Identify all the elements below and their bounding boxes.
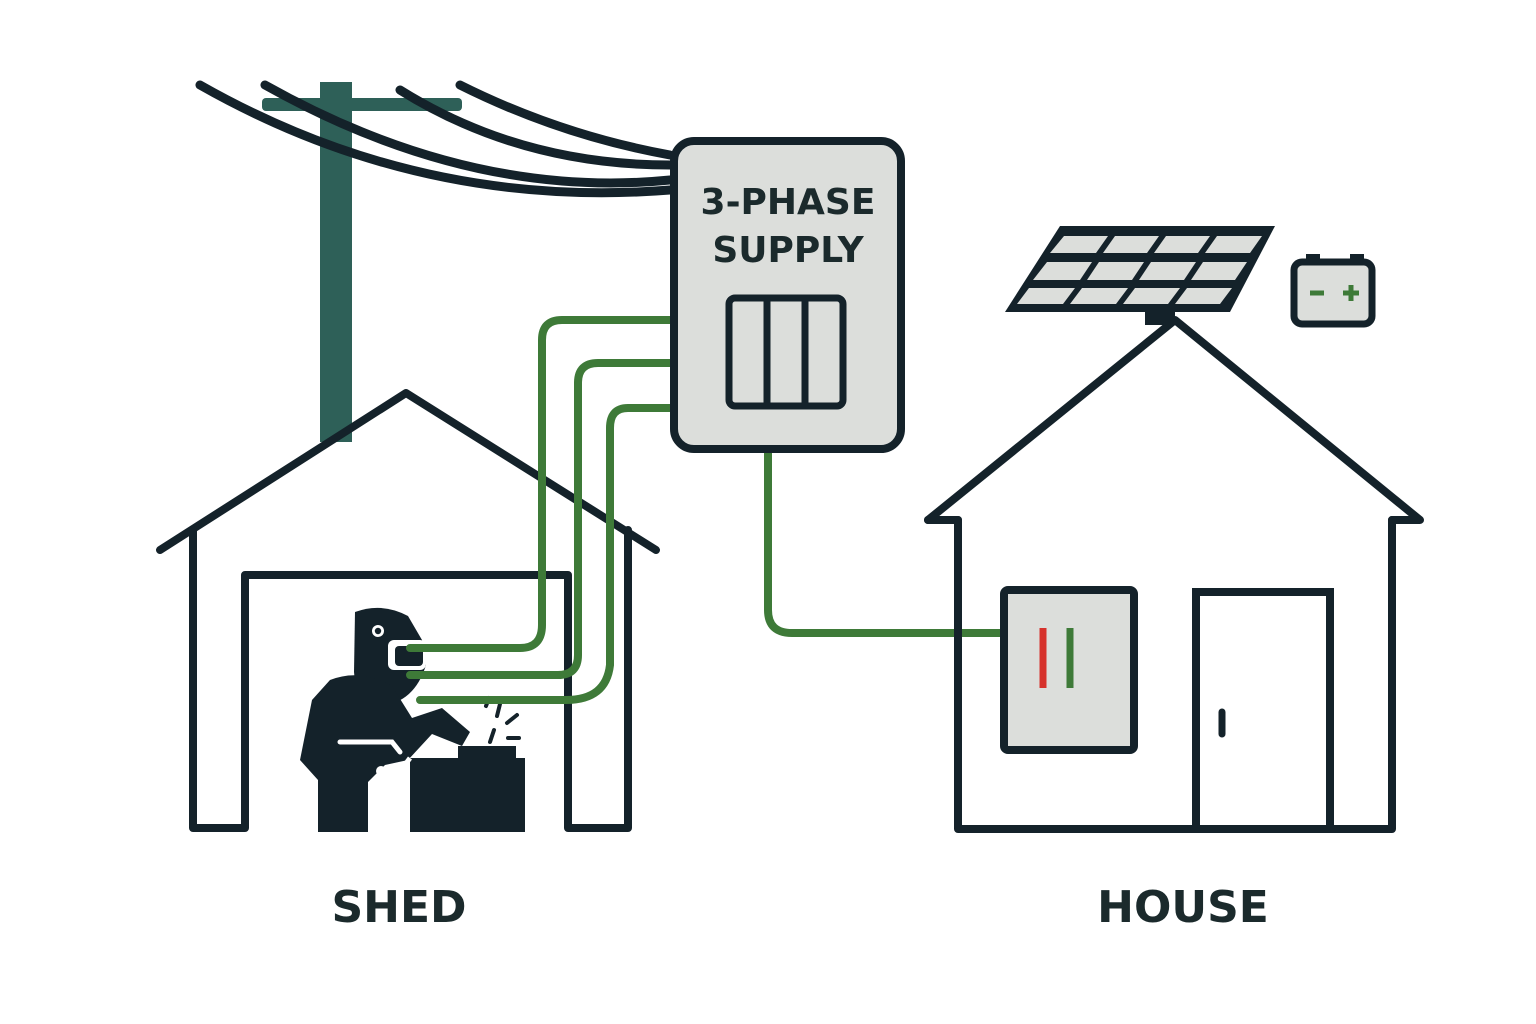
shed-building — [156, 389, 660, 832]
supply-label-line2: SUPPLY — [712, 230, 864, 271]
welder-icon — [300, 607, 525, 832]
shed-label: SHED — [331, 882, 466, 933]
three-phase-supply-box: 3-PHASE SUPPLY — [670, 137, 905, 453]
breaker-panel-icon — [1000, 586, 1138, 754]
supply-breaker-block — [725, 294, 847, 410]
supply-label-line1: 3-PHASE — [701, 182, 876, 223]
three-phase-cables — [406, 316, 676, 704]
solar-panel-icon — [1005, 226, 1275, 325]
house-building — [924, 316, 1424, 833]
welding-sparks — [484, 696, 521, 744]
house-supply-cable — [764, 400, 1009, 637]
battery-icon — [1290, 254, 1376, 328]
house-label: HOUSE — [1097, 882, 1269, 933]
house-door — [1192, 588, 1334, 833]
power-lines — [195, 80, 675, 198]
